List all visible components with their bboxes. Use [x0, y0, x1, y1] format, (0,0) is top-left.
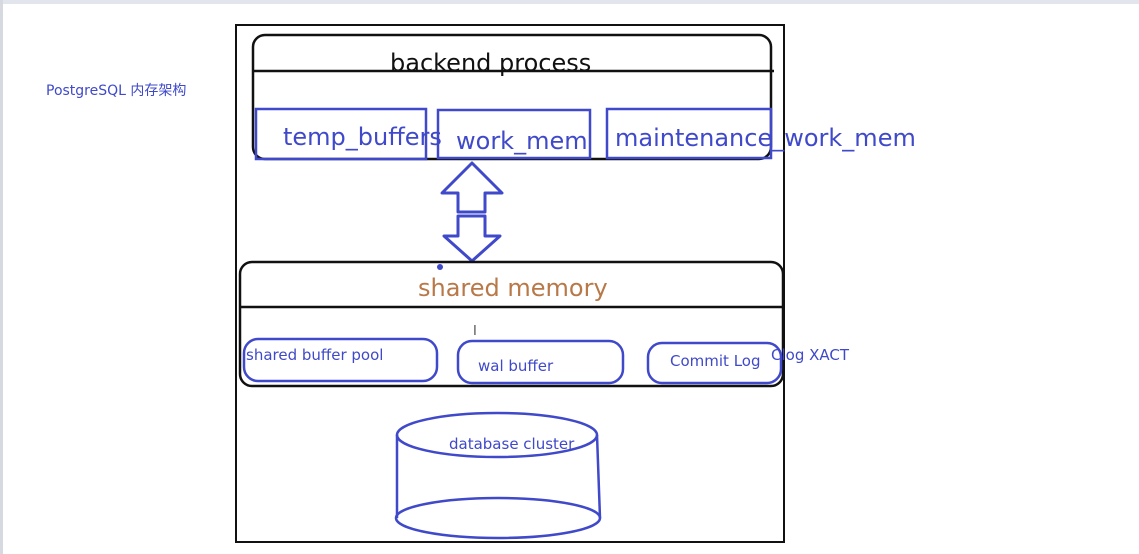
commit-log-label: Commit Log [670, 352, 760, 370]
pen-dot [437, 264, 443, 270]
window-top-border [0, 0, 1139, 4]
temp-buffers-label: temp_buffers [283, 123, 442, 151]
work-mem-box [436, 108, 592, 160]
work-mem-label: work_mem [456, 127, 588, 155]
maintenance-work-mem-box [605, 107, 773, 160]
window-left-border [0, 0, 3, 554]
database-cylinder-right [595, 434, 602, 519]
arrow-down-icon [442, 214, 502, 263]
wal-buffer-label: wal buffer [478, 357, 554, 375]
temp-buffers-box [254, 107, 428, 161]
text-cursor-icon: I [473, 324, 477, 339]
wal-buffer-box [456, 339, 625, 385]
shared-buffer-pool-label: shared buffer pool [246, 346, 383, 364]
diagram-caption: PostgreSQL 内存架构 [46, 83, 187, 99]
backend-process-title: backend process [390, 49, 591, 77]
database-cluster-label: database cluster [449, 435, 575, 453]
database-cylinder-bottom [394, 496, 602, 540]
commit-log-box [646, 341, 783, 385]
shared-memory-box [238, 260, 785, 388]
shared-memory-title: shared memory [418, 274, 608, 302]
shared-buffer-pool-box [242, 337, 439, 383]
clog-xact-note: Clog XACT [771, 346, 850, 364]
arrow-up-icon [440, 161, 504, 214]
maintenance-work-mem-label: maintenance_work_mem [615, 124, 916, 152]
